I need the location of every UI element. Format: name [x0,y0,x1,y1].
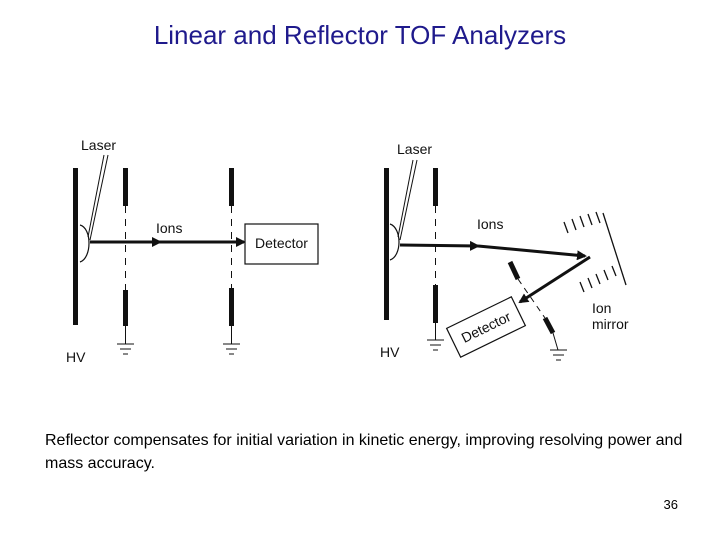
reflector-sample-plate [384,168,389,320]
ground-icon [117,326,134,355]
linear-tof-diagram: Laser Ions Detector HV [66,137,319,365]
reflector-tof-diagram: Laser Ions Ion mi [380,141,629,361]
slide-title: Linear and Reflector TOF Analyzers [153,20,567,50]
linear-laser-label: Laser [81,137,116,153]
caption: Reflector compensates for initial variat… [45,432,683,472]
linear-ions-label: Ions [156,220,182,236]
ground-icon [223,326,240,355]
reflector-detector-grid-bottom [542,316,556,335]
reflector-ion-arrow [477,244,587,261]
reflector-detector-grid-top [507,260,521,281]
reflector-ions-label: Ions [477,216,503,232]
reflector-ion-arrow [399,240,480,251]
reflector-plume [389,223,400,261]
reflector-laser-beam [397,159,414,238]
linear-grid-2-top [229,168,234,206]
linear-laser-beam [87,154,105,238]
ion-mirror-label-line2: mirror [592,316,629,332]
reflector-detector-grid-aperture [517,278,546,319]
ion-mirror-plate [602,212,627,286]
tof-diagrams: Laser Ions Detector HV [66,137,629,365]
reflector-laser-beam [399,159,418,241]
linear-grid-1-bottom [123,290,128,326]
ion-mirror-electrodes [563,211,617,293]
reflector-grid-bottom [433,285,438,323]
reflector-ion-return-arrow [518,255,591,304]
reflector-grid-top [433,168,438,206]
linear-laser-beam [89,154,109,241]
linear-detector-label: Detector [255,235,308,251]
linear-hv-label: HV [66,349,86,365]
ground-icon [550,332,567,361]
reflector-laser-label: Laser [397,141,432,157]
page-number: 36 [663,497,678,512]
linear-plume [79,224,90,263]
linear-grid-1-top [123,168,128,206]
reflector-detector-box [445,296,527,358]
ion-mirror-label-line1: Ion [592,300,611,316]
linear-sample-plate [73,168,78,325]
reflector-hv-label: HV [380,344,400,360]
reflector-detector: Detector [445,296,527,358]
linear-detector-box [244,223,319,265]
linear-grid-2-bottom [229,288,234,326]
ground-icon [427,323,444,351]
